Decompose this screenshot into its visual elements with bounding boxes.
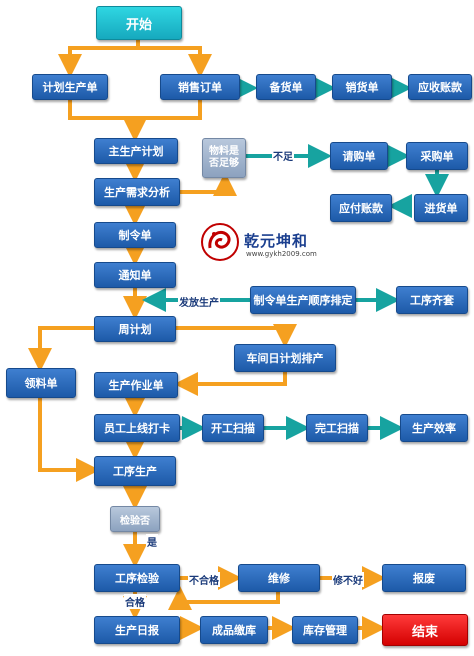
edge-plan-master [68,98,147,142]
edge-workshop-workorder [174,370,287,396]
edge-sales-master [135,98,202,120]
node-finish-scan: 完工扫描 [306,414,368,442]
edge-repair-back [168,586,280,610]
node-start-scan: 开工扫描 [202,414,264,442]
edge-start-split [58,40,140,78]
node-master-plan: 主生产计划 [94,138,178,164]
node-requisition: 请购单 [330,142,388,170]
node-purchase-order: 采购单 [406,142,468,170]
node-receivable: 应收账款 [408,74,472,100]
node-inspect-question: 检验否 [110,506,160,532]
node-process-ready: 工序齐套 [396,286,468,314]
node-material-check: 物料是否足够 [202,138,246,178]
label-release: 发放生产 [178,294,220,309]
edge-start-sales [138,46,212,78]
node-start: 开始 [96,6,182,40]
node-stock-order: 备货单 [256,74,316,100]
label-insufficient: 不足 [272,148,294,163]
node-payable: 应付账款 [330,194,392,222]
node-sales-receipt: 销货单 [332,74,392,100]
edge-picking-production [38,398,100,482]
node-process-inspect: 工序检验 [94,564,180,592]
node-notice: 通知单 [94,262,176,288]
node-plan-production: 计划生产单 [32,74,108,100]
node-efficiency: 生产效率 [400,414,468,442]
node-make-order: 制令单 [94,222,176,248]
node-work-order: 生产作业单 [94,372,178,398]
node-sequence: 制令单生产顺序排定 [250,286,356,314]
label-repair-bad: 修不好 [332,572,364,587]
edge-weekly-picking [28,326,96,372]
node-repair: 维修 [238,564,320,592]
node-demand-analysis: 生产需求分析 [94,178,180,206]
node-sales-order: 销售订单 [160,74,240,100]
node-workshop-daily: 车间日计划排产 [234,344,336,372]
node-receiving: 进货单 [414,194,468,222]
logo-name: 乾元坤和 [244,232,309,250]
node-inventory: 库存管理 [292,616,358,644]
node-scrap: 报废 [382,564,466,592]
label-unqualified: 不合格 [188,572,220,587]
edge-demand-check [180,172,237,196]
node-process-production: 工序生产 [94,456,176,486]
node-weekly-plan: 周计划 [94,316,176,342]
logo-url: www.gykh2009.com [246,250,317,258]
node-picking: 领料单 [6,368,76,398]
node-daily-report: 生产日报 [94,616,180,644]
label-yes: 是 [146,534,158,549]
logo-mark [201,223,239,261]
node-clock-in: 员工上线打卡 [94,414,180,442]
node-product-storage: 成品缴库 [200,616,268,644]
label-qualified: 合格 [124,594,146,609]
edge-weekly-workshop [176,324,297,348]
node-end: 结束 [382,614,468,646]
